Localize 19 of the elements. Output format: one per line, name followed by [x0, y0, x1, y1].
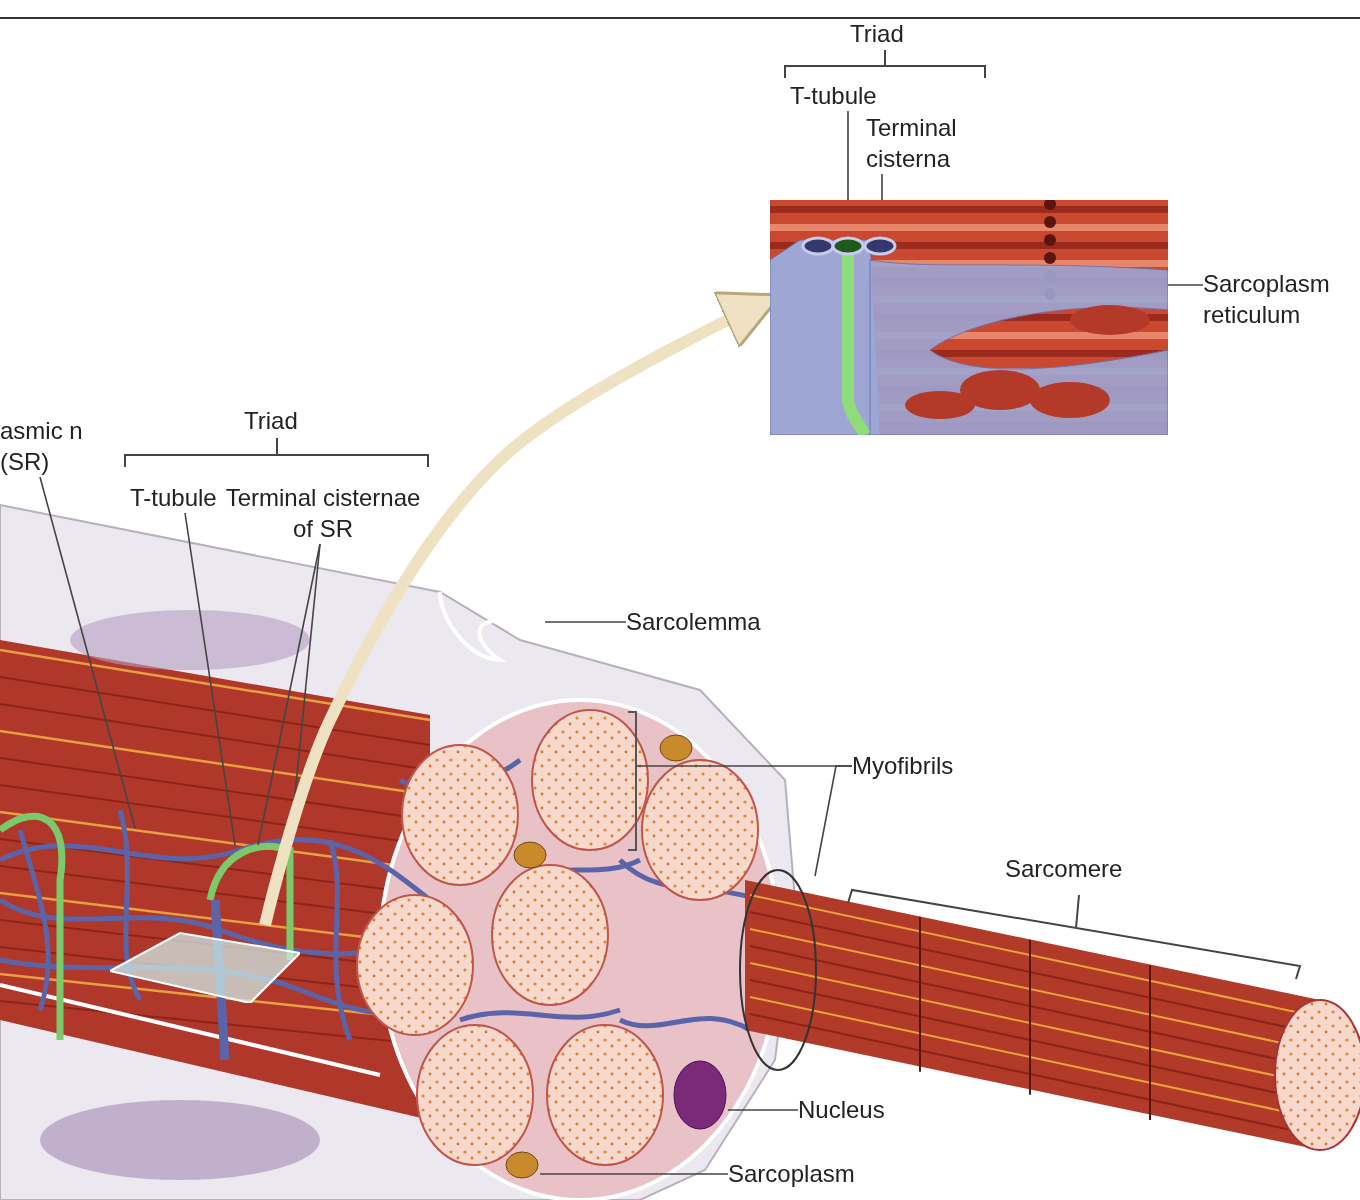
leader-line: [539, 1173, 729, 1175]
callout-label: Myofibrils: [852, 750, 982, 781]
leader-line: [39, 476, 136, 829]
bracket-label: Triad: [244, 406, 298, 436]
leader-line: [727, 1109, 799, 1111]
bracket-label: Triad: [850, 19, 904, 49]
callout-label: Sarcoplasm: [728, 1158, 888, 1189]
leader-line: [184, 512, 236, 846]
leader-line: [814, 765, 853, 877]
callout-label: Terminal cisternae of SR: [218, 482, 428, 544]
callout-label: Sarcolemma: [626, 606, 796, 637]
bracket-label: Sarcomere: [1005, 854, 1123, 884]
leader-line: [544, 621, 627, 623]
callout-label: asmic n (SR): [0, 415, 85, 477]
callout-label: Nucleus: [798, 1094, 908, 1125]
callout-label: Sarcoplasm reticulum: [1203, 268, 1360, 330]
sarcoplasmic-reticulum-inset-drawing: [770, 200, 1168, 435]
callout-label: T-tubule: [790, 80, 900, 111]
callout-label: Terminal cisterna: [866, 112, 986, 174]
